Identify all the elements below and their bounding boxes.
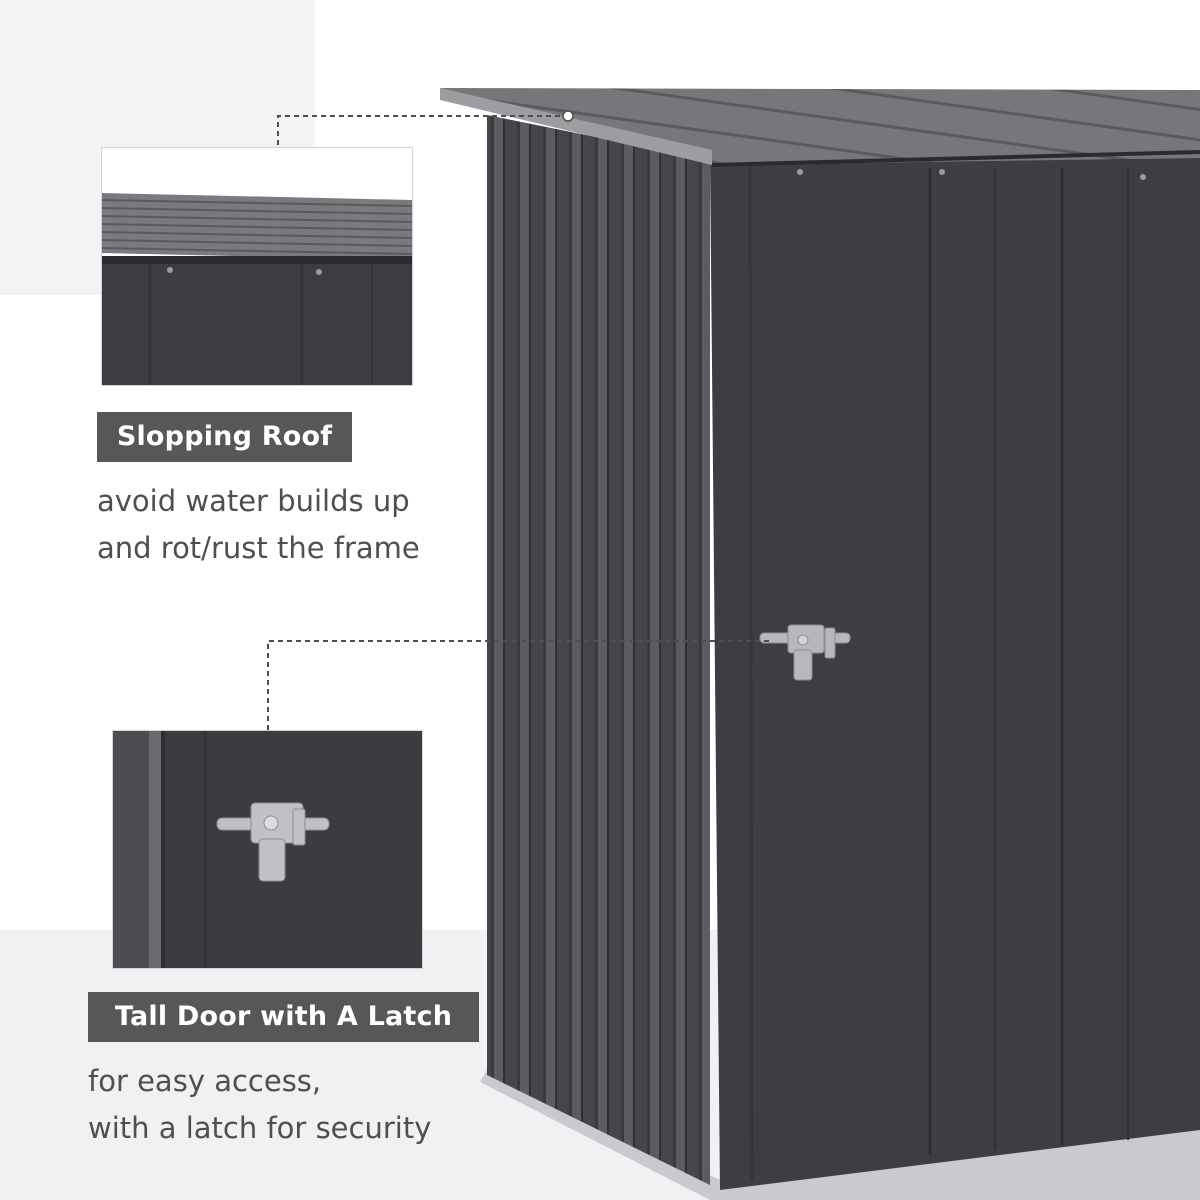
latch-feature-description: for easy access, with a latch for securi…	[88, 1058, 431, 1152]
roof-description-line-2: and rot/rust the frame	[97, 531, 420, 565]
latch-leader-line	[267, 640, 772, 730]
roof-leader-line	[277, 110, 574, 145]
roof-description-line-1: avoid water builds up	[97, 484, 410, 518]
latch-zoom-image	[112, 730, 423, 969]
latch-description-line-1: for easy access,	[88, 1064, 322, 1098]
roof-zoom-image	[101, 147, 413, 386]
latch-feature-title: Tall Door with A Latch	[88, 992, 479, 1042]
latch-description-line-2: with a latch for security	[88, 1111, 432, 1145]
roof-feature-description: avoid water builds up and rot/rust the f…	[97, 478, 420, 572]
roof-feature-title: Slopping Roof	[97, 412, 352, 462]
